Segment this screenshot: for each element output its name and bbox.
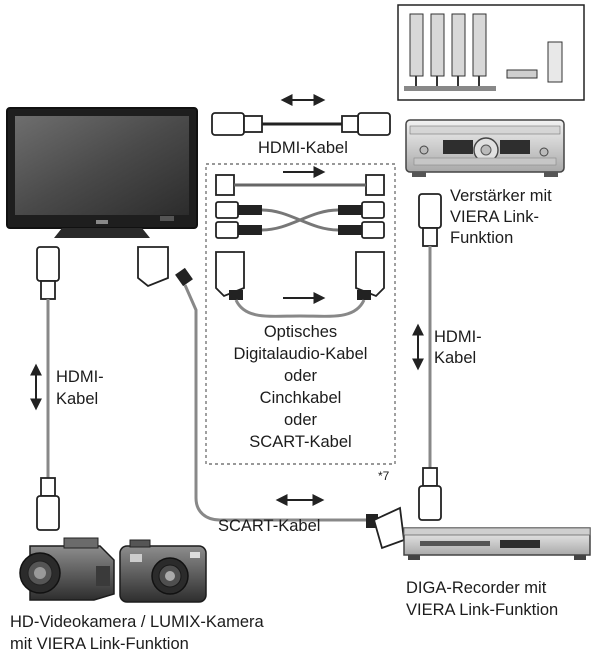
scart-label: SCART-Kabel bbox=[218, 517, 321, 535]
center-label-2: Digitalaudio-Kabel bbox=[233, 345, 368, 363]
center-label-6: SCART-Kabel bbox=[249, 433, 352, 451]
amplifier-label-2: VIERA Link- bbox=[450, 208, 539, 226]
amplifier bbox=[405, 119, 565, 177]
center-label-3: oder bbox=[283, 367, 318, 385]
hdmi-left-label-2: Kabel bbox=[56, 390, 99, 408]
scart-cable bbox=[137, 246, 405, 550]
recorder-label-2: VIERA Link-Funktion bbox=[406, 601, 559, 619]
recorder-label-1: DIGA-Recorder mit bbox=[406, 579, 547, 597]
amplifier-label-1: Verstärker mit bbox=[450, 187, 552, 205]
camera-label-2: mit VIERA Link-Funktion bbox=[10, 635, 189, 653]
amplifier-label-3: Funktion bbox=[450, 229, 514, 247]
diga-recorder bbox=[403, 527, 591, 560]
lumix-camera bbox=[119, 539, 207, 603]
hdmi-cable-right bbox=[412, 193, 442, 521]
center-label-5: oder bbox=[283, 411, 318, 429]
tv bbox=[6, 107, 198, 238]
rca-cable bbox=[215, 201, 385, 239]
video-camera bbox=[19, 537, 115, 601]
hdmi-right-label-2: Kabel bbox=[434, 349, 477, 367]
alternatives-box bbox=[205, 163, 396, 465]
hdmi-right-label-1: HDMI- bbox=[434, 328, 482, 346]
scart-cable-alt bbox=[215, 251, 385, 318]
camera-label-1: HD-Videokamera / LUMIX-Kamera bbox=[10, 613, 264, 631]
hdmi-top-label: HDMI-Kabel bbox=[258, 139, 348, 157]
center-label-4: Cinchkabel bbox=[259, 389, 342, 407]
center-label-1: Optisches bbox=[263, 323, 338, 341]
hdmi-cable-left bbox=[30, 246, 60, 531]
speaker-system bbox=[397, 4, 585, 101]
optical-cable bbox=[215, 166, 385, 196]
hdmi-left-label-1: HDMI- bbox=[56, 368, 104, 386]
footnote-marker: *7 bbox=[378, 469, 390, 483]
hdmi-cable-top bbox=[211, 94, 391, 136]
